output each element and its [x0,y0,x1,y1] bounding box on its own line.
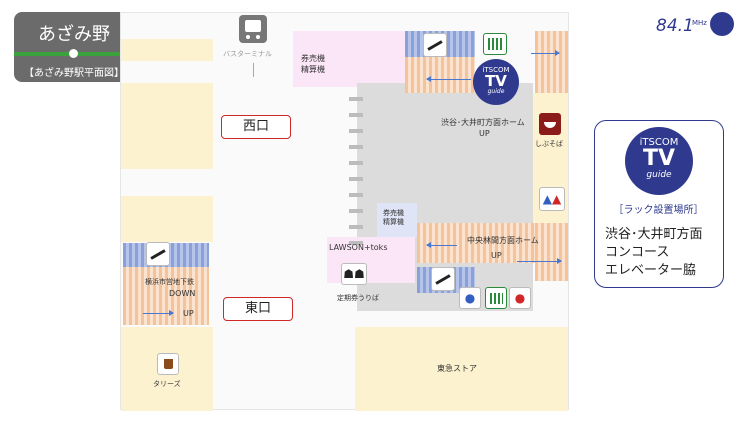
tullys-label: タリーズ [153,380,181,388]
female-restroom-icon: ● [509,287,531,309]
bus-arrow [253,63,254,77]
subway-label: 横浜市営地下鉄 [145,278,194,286]
tokyu-store-label: 東急ストア [437,364,477,373]
male-restroom-icon: ● [459,287,481,309]
bus-terminal-label: バスターミナル [223,50,272,58]
elevator-icon [483,33,507,55]
escalator-icon [431,267,455,291]
tv-logo-top: iTSCOM [482,66,510,74]
area-left-mid [121,83,213,169]
itscom-tv-logo-map: iTSCOM TV guide [473,59,519,105]
area-ticket-top [293,31,405,87]
radio-logo: 84.1 MHz [652,10,742,46]
direction-arrow [143,310,174,316]
rack-caption: ［ラック設置場所］ [613,205,704,216]
direction-arrow [517,258,562,264]
station-badge: あざみ野 【あざみ野駅平面図】 [14,12,134,82]
stair-right-mid [535,223,568,281]
station-map: バスターミナル 券売機 精算機 券売機 精算機 西口 東口 iTSCOM TV … [120,12,569,411]
concourse-steps [349,93,363,293]
stair-mid-orange [417,223,535,263]
platform-chuo-dir: UP [491,251,502,260]
tv-logo-sub: guide [646,170,672,180]
radio-frequency: 84.1 [656,16,694,36]
area-tokyu-store [355,327,568,411]
elevator-icon [485,287,507,309]
tv-logo-sub: guide [487,88,505,95]
radio-mascot-icon [710,12,734,36]
stair-right-top [535,31,568,93]
tv-logo-top: iTSCOM [639,137,679,148]
radio-unit: MHz [692,19,707,27]
restroom-icon: ▲▲ [539,187,565,211]
subway-up: UP [183,309,194,318]
station-dot [69,49,78,58]
itscom-tv-logo: iTSCOM TV guide [625,127,693,195]
escalator-icon [146,242,170,266]
rack-line-1: 渋谷･大井町方面 [605,227,703,242]
ticket-counter-icon: ☗☗ [341,263,367,285]
coffee-icon [157,353,179,375]
info-box: iTSCOM TV guide ［ラック設置場所］ 渋谷･大井町方面 コンコース… [594,120,724,288]
area-left-top [121,39,213,61]
station-subtitle: 【あざみ野駅平面図】 [24,68,124,79]
stair-top-orange [405,57,475,93]
platform-shibuya-dir: UP [479,129,490,138]
direction-arrow [426,76,471,82]
direction-arrow [531,50,560,56]
platform-chuo: 中央林間方面ホーム [467,236,539,245]
ticket-machine-mid: 券売機 精算機 [383,209,404,226]
area-left-lower [121,196,213,242]
rack-line-3: エレベーター脇 [605,263,697,278]
bus-icon [239,15,267,43]
ticket-machine-top: 券売機 精算機 [301,54,325,74]
subway-stair-orange [123,267,209,325]
east-exit-label: 東口 [223,297,293,321]
platform-shibuya: 渋谷･大井町方面ホーム [441,118,525,127]
commuter-pass-label: 定期券うりば [337,294,379,302]
tv-logo-main: TV [485,72,507,90]
station-name: あざみ野 [38,24,110,45]
direction-arrow [426,242,457,248]
lawson-label: LAWSON+toks [329,243,388,252]
rack-line-2: コンコース [605,245,670,260]
tv-logo-main: TV [642,146,676,171]
escalator-icon [423,33,447,57]
area-ticket-mid [377,203,417,237]
subway-down: DOWN [169,289,196,298]
noodle-icon [539,113,561,135]
shibusoba-label: しぶそば [535,140,563,148]
west-exit-label: 西口 [221,115,291,139]
